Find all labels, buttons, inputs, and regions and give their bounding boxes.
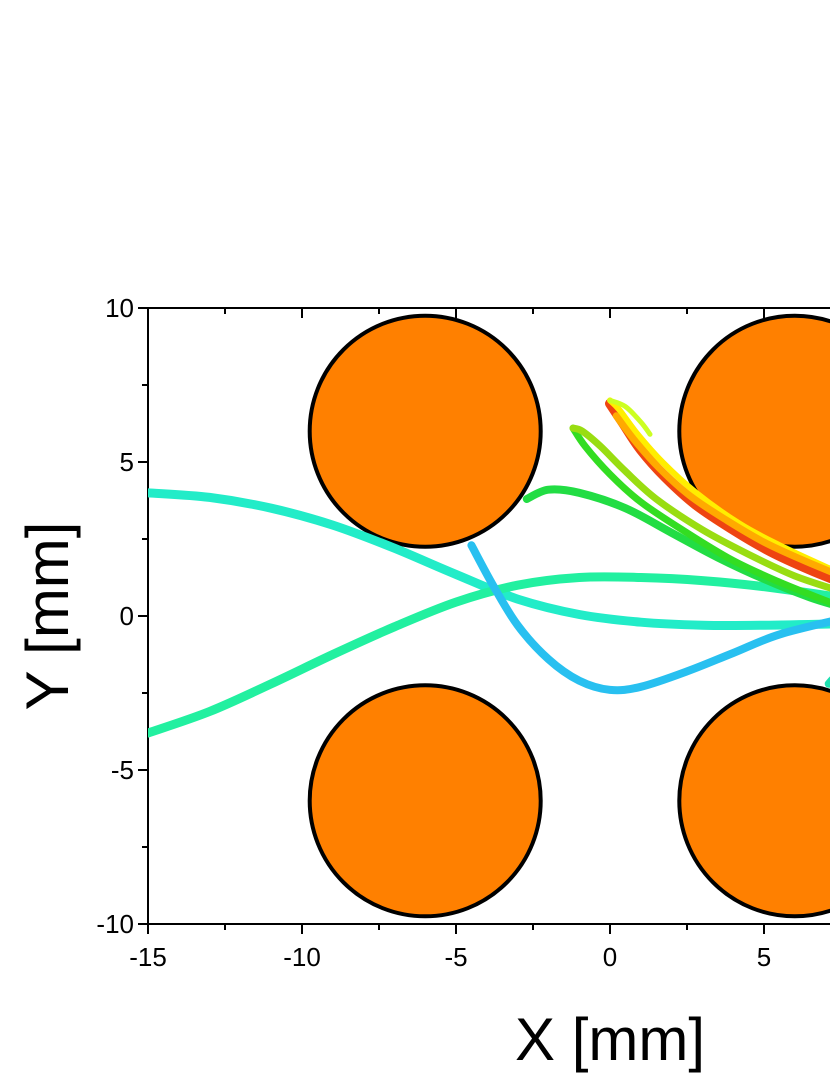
x-tick-label: -15 bbox=[129, 942, 167, 972]
trajectory-line-5 bbox=[569, 424, 830, 607]
y-axis-title: Y [mm] bbox=[14, 522, 81, 711]
obstacle-circle-2 bbox=[677, 313, 830, 549]
y-tick-label: 10 bbox=[105, 293, 134, 323]
y-tick-label: 0 bbox=[120, 601, 134, 631]
obstacle-circle-3 bbox=[307, 683, 543, 919]
obstacle-layer bbox=[307, 313, 830, 919]
y-tick-label: 5 bbox=[120, 447, 134, 477]
y-tick-label: -10 bbox=[96, 909, 134, 939]
obstacle-circle-1 bbox=[307, 313, 543, 549]
trajectory-line-9 bbox=[612, 412, 830, 576]
trajectory-layer bbox=[148, 397, 830, 738]
y-tick-label: -5 bbox=[111, 755, 134, 785]
x-tick-label: -10 bbox=[283, 942, 321, 972]
x-tick-label: 0 bbox=[603, 942, 617, 972]
x-tick-label: -5 bbox=[444, 942, 467, 972]
x-axis-title: X [mm] bbox=[515, 1006, 705, 1073]
trajectory-line-10 bbox=[607, 397, 653, 437]
trajectory-line-6 bbox=[569, 424, 830, 592]
x-tick-label: 5 bbox=[757, 942, 771, 972]
axis-ticks bbox=[138, 307, 765, 934]
trajectory-line-1 bbox=[148, 488, 830, 631]
obstacle-circle-4 bbox=[677, 683, 830, 919]
trajectory-line-2 bbox=[148, 572, 830, 738]
trajectory-line-3 bbox=[467, 541, 830, 695]
